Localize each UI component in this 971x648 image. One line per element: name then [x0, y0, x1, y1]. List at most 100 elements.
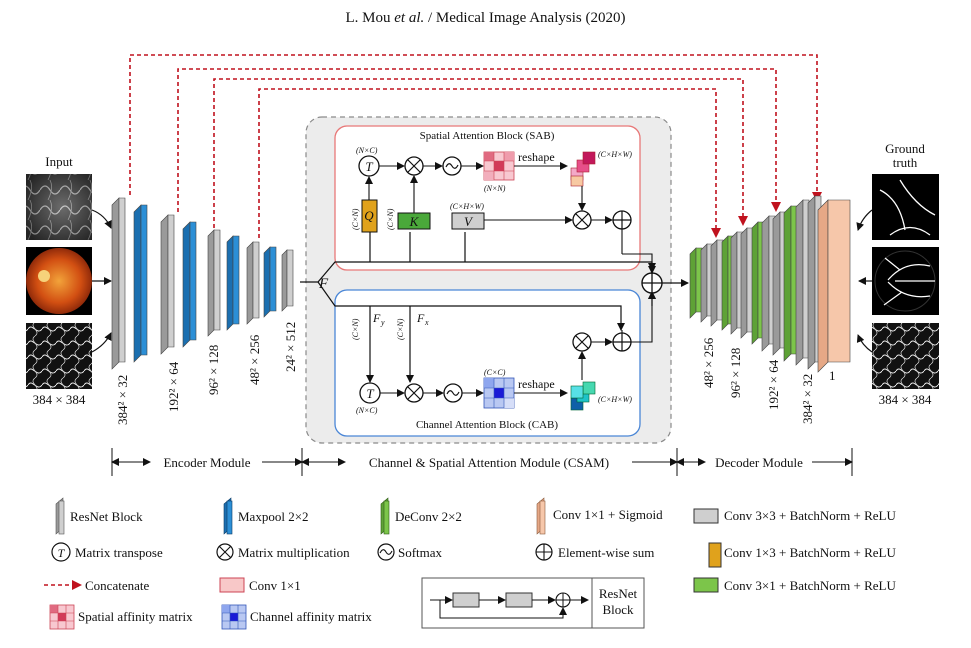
legend-conv33: Conv 3×3 + BatchNorm + ReLU [724, 508, 896, 523]
legend-channel-affinity: Channel affinity matrix [250, 609, 372, 624]
sab-nxc: (N×C) [356, 146, 378, 155]
legend-conv11: Conv 1×1 [249, 578, 301, 593]
legend-conv31-icon [693, 577, 719, 593]
encoder-blocks [111, 197, 294, 370]
sab-box [334, 125, 641, 271]
skip-connections [129, 54, 822, 238]
decoder-output-sigmoid [817, 199, 851, 373]
legend-sum: Element-wise sum [558, 545, 654, 560]
input-images [26, 174, 92, 389]
sab-cxhxw-v: (C×H×W) [450, 202, 484, 211]
gt-image-3 [872, 323, 939, 389]
legend-channel-affinity-icon [221, 604, 247, 630]
cab-fy: F [372, 311, 381, 325]
feature-f-label: F [318, 276, 329, 292]
legend-resnet: ResNet Block [70, 509, 143, 524]
encoder-block-3 [160, 214, 175, 355]
legend: ResNet Block Maxpool 2×2 DeConv 2×2 Conv… [44, 497, 896, 630]
legend-conv1-sigmoid-icon [536, 497, 546, 535]
sab-q-label: Q [364, 208, 374, 223]
sab-out-dims: (C×H×W) [598, 150, 632, 159]
legend-deconv-icon [380, 497, 390, 535]
cab-fy-sub: y [380, 318, 385, 327]
gt-size: 384 × 384 [879, 392, 932, 407]
skip-line-4 [258, 88, 721, 238]
sab-nxn: (N×N) [484, 184, 506, 193]
input-image-octa [26, 323, 92, 389]
module-csam: Channel & Spatial Attention Module (CSAM… [369, 455, 609, 470]
cab-out-dims: (C×H×W) [598, 395, 632, 404]
encoder-label-5: 24² × 512 [283, 322, 298, 372]
cab-output-tensor [570, 381, 596, 411]
ground-truth-images [872, 174, 939, 389]
decoder-block-6 [740, 227, 754, 339]
page-header: L. Mou et al. / Medical Image Analysis (… [0, 10, 971, 27]
legend-resnet-box-line1: ResNet [599, 586, 638, 601]
legend-resnet-box-line2: Block [602, 602, 634, 617]
sab-cxn-q: (C×N) [351, 208, 360, 230]
cab-box [334, 289, 641, 437]
cab-cxn-2: (C×N) [396, 318, 405, 340]
legend-resnet-schematic [421, 577, 645, 629]
encoder-label-1: 384² × 32 [115, 375, 130, 425]
decoder-blocks [689, 195, 851, 373]
input-size: 384 × 384 [33, 392, 86, 407]
sab-v-label: V [464, 214, 474, 229]
legend-conv11-icon [219, 577, 245, 593]
skip-line-2 [177, 68, 781, 212]
decoder-label-4: 384² × 32 [800, 374, 815, 424]
encoder-block-7 [246, 241, 260, 325]
header-authors: L. Mou [345, 10, 391, 26]
encoder-block-9 [281, 249, 294, 312]
legend-conv33-icon [693, 508, 719, 524]
gt-image-1 [872, 174, 939, 240]
encoder-block-2 [133, 204, 148, 363]
cab-fx: F [416, 311, 425, 325]
encoder-block-1 [111, 197, 126, 370]
decoder-block-10 [783, 205, 798, 362]
encoder-label-3: 96² × 128 [206, 345, 221, 395]
encoder-block-4 [182, 221, 197, 348]
legend-matmul: Matrix multiplication [238, 545, 350, 560]
decoder-label-5: 1 [829, 368, 836, 383]
sab-k-label: K [409, 214, 420, 229]
cab-transpose-label: T [366, 386, 374, 401]
legend-transpose-sym: T [58, 546, 66, 560]
decoder-labels: 48² × 256 96² × 128 192² × 64 384² × 32 … [701, 337, 836, 424]
sab-transpose-label: T [365, 159, 373, 174]
decoder-label-1: 48² × 256 [701, 337, 716, 388]
encoder-block-6 [226, 235, 240, 331]
encoder-labels: 384² × 32 192² × 64 96² × 128 48² × 256 … [115, 322, 298, 425]
skip-line-3 [213, 78, 748, 228]
decoder-block-1 [689, 247, 703, 319]
legend-softmax: Softmax [398, 545, 443, 560]
sab-title: Spatial Attention Block (SAB) [420, 130, 555, 142]
sab-spatial-affinity-matrix [483, 151, 515, 181]
cab-cxc: (C×C) [484, 368, 506, 377]
legend-transpose-icon [51, 542, 71, 562]
cab-channel-affinity-matrix [483, 377, 515, 409]
decoder-label-2: 96² × 128 [728, 348, 743, 398]
decoder-block-11 [795, 199, 810, 366]
decoder-block-3 [710, 239, 724, 327]
skip-line-1 [129, 54, 822, 202]
legend-transpose: Matrix transpose [75, 545, 163, 560]
cab-cxn-1: (C×N) [351, 318, 360, 340]
legend-deconv: DeConv 2×2 [395, 509, 462, 524]
legend-maxpool-icon [223, 497, 233, 535]
input-title: Input [45, 154, 73, 169]
legend-spatial-affinity-icon [49, 604, 75, 630]
module-brackets [111, 448, 853, 476]
legend-conv13-icon [708, 542, 722, 568]
legend-concat: Concatenate [85, 578, 149, 593]
sab-reshape: reshape [518, 150, 555, 164]
legend-maxpool: Maxpool 2×2 [238, 509, 309, 524]
sab-cxn-k: (C×N) [386, 208, 395, 230]
cab-contents: F y F x (C×N) (C×N) T (N×C) (C×C) reshap… [351, 311, 632, 415]
encoder-block-5 [207, 229, 221, 337]
encoder-label-2: 192² × 64 [166, 361, 181, 412]
module-encoder: Encoder Module [163, 455, 250, 470]
header-etal: et al. [394, 10, 425, 26]
cab-title: Channel Attention Block (CAB) [416, 419, 558, 431]
